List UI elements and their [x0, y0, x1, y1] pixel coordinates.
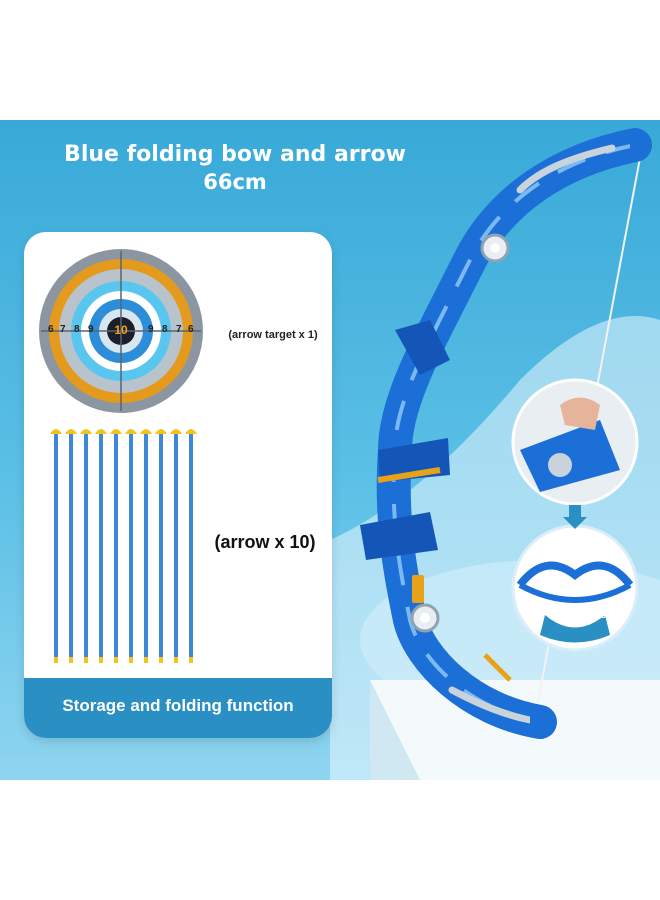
page-title: Blue folding bow and arrow: [64, 142, 406, 167]
product-card: 10 9 8 7 6 9 8 7 6 (arrow target x 1) (a…: [24, 232, 332, 738]
arrow-icon: [125, 429, 137, 663]
target-ring-number: 7: [176, 324, 182, 335]
arrow-label: (arrow x 10): [214, 532, 316, 552]
arrow-icon: [65, 429, 77, 663]
arrow-icon: [155, 429, 167, 663]
inset-illustrations: [511, 378, 639, 652]
target-ring-number: 9: [88, 324, 94, 335]
target-ring-number: 9: [148, 324, 154, 335]
feature-bar: Storage and folding function: [24, 678, 332, 738]
arrow-icon: [170, 429, 182, 663]
target-ring-number: 8: [74, 324, 80, 335]
page-subtitle: 66cm: [203, 170, 267, 194]
arrow-target-icon: [39, 249, 203, 413]
arrow-group: [50, 429, 197, 663]
target-bullseye-number: 10: [114, 323, 128, 337]
inset-stored-label: Can be stored: [560, 610, 621, 620]
target-ring-number: 7: [60, 324, 66, 335]
arrow-icon: [95, 429, 107, 663]
arrow-icon: [50, 429, 62, 663]
target-ring-number: 8: [162, 324, 168, 335]
target-ring-number: 6: [48, 324, 54, 335]
target-label: (arrow target x 1): [228, 329, 318, 341]
arrow-icon: [80, 429, 92, 663]
target-ring-number: 6: [188, 324, 194, 335]
arrow-icon: [140, 429, 152, 663]
feature-label: Storage and folding function: [62, 696, 294, 715]
arrow-icon: [185, 429, 197, 663]
arrow-icon: [110, 429, 122, 663]
product-scene: Blue folding bow and arrow 66cm Can be s…: [0, 120, 660, 780]
